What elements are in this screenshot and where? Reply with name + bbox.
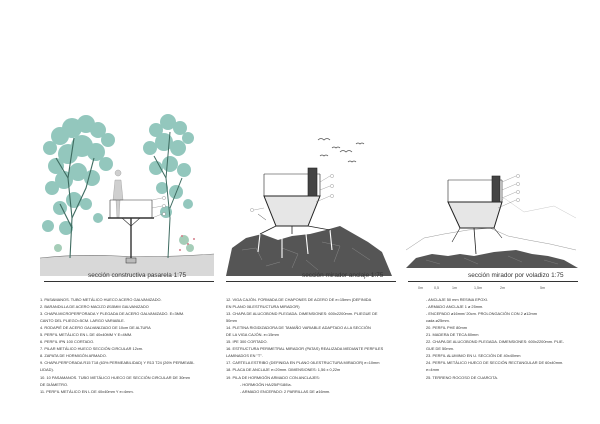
legend-line: CANTO DEL PLIEGO=5CM. LARGO VARIABLE. [40, 318, 125, 324]
cantilever-viewpoint-drawing [405, 174, 578, 268]
rock-terrain [406, 250, 578, 268]
tree-right-trunk [153, 131, 183, 259]
legend-line: 9. CHAPA PERFORADA R15 T18 (63% PERMEABI… [40, 360, 195, 366]
legend-line: 16. ESTRUCTURA PERIMETRAL MIRADOR (PATAS… [226, 346, 384, 352]
legend-line: 17. CARTELA ESTRIBO (DEFINIDA EN PLANO 0… [226, 360, 380, 366]
legend-column-2: 12. VIGA CAJÓN. FORMADA DE CHAPONES DE A… [226, 296, 402, 395]
caption-underline [226, 281, 396, 282]
legend-line: 12. VIGA CAJÓN. FORMADA DE CHAPONES DE A… [226, 297, 372, 302]
birds [317, 138, 365, 163]
anchored-viewpoint-drawing [226, 138, 392, 276]
legend-line: 11. PERFIL METÁLICO EN L DE 40x40mm Y e=… [40, 388, 134, 394]
scale-label: 0,5 [434, 286, 439, 290]
legend-line: 20. PERFIL PHE 80mm [426, 325, 467, 331]
scale-label: 0m [418, 286, 423, 290]
caption-underline [408, 281, 578, 282]
legend-line: 3. CHAPA MICROPERFORADA Y PLEGADA DE ACE… [40, 311, 185, 317]
legend-line: 50mm [226, 318, 237, 324]
legend-line: DE LA VIGA CAJÓN. e=15mm [226, 332, 279, 338]
hill-outline [405, 227, 577, 251]
tree-right [143, 114, 194, 218]
legend-column-3: - ANCLAJE 50 mm RESINA EPOXI. - ARMADO AN… [426, 296, 594, 381]
legend-line: - ARMADO ANCLAJE 1 ø 25mm. [426, 304, 484, 310]
caption-cantilever-viewpoint: sección mirador por voladizo 1:75 [468, 272, 564, 279]
legend-line: 5. PERFIL METÁLICO EN L DE 40x40MM Y E=4… [40, 332, 133, 338]
legend-line: 13. CHAPA DE ALUCOBOND PLEGADA. DIMENSIO… [226, 311, 378, 317]
legend-line: 8. ZAPATA DE HORMIGÓN ARMADO. [40, 353, 107, 359]
legend-column-1: 1. PASAMANOS. TUBO METÁLICO HUECO ACERO … [40, 296, 216, 395]
legend-line: 21. MADERA DE TECA 80mm [426, 332, 479, 338]
legend-line: 2. BARANDILLA DE ACERO MACIZO Ø15MM GALV… [40, 304, 149, 310]
legend-line: - HORMIGÓN HA/25/P/18/IIa. [240, 381, 292, 387]
legend-line: 22. CHAPA DE ALUCOBOND PLEGADA. DIMENSIO… [426, 339, 564, 345]
legend-line: 10. 10 PASAMANOS. TUBO METÁLICO HUECO DE… [40, 374, 190, 380]
legend-line: 23. PERFIL ALUMINIO EN U. SECCIÓN DE 40x… [426, 353, 521, 359]
legend-line: LIDAD). [40, 367, 54, 373]
legend-line: EN PLANO 08-ESTRUCTURA MIRADOR) [226, 304, 300, 310]
legend-line: 4. RODAPIÉ DE ACERO GALVANIZADO DE 10cm … [40, 325, 151, 331]
legend-line: e=4mm [426, 367, 440, 373]
legend-line: 7. PILAR METÁLICO HUECO SECCIÓN CIRCULAR… [40, 346, 144, 352]
tree-left-trunk [55, 137, 95, 259]
scale-label: 1,5m [474, 286, 482, 290]
scale-label: 5m [540, 286, 545, 290]
anchor-piles [257, 229, 333, 258]
cantilever-structure [447, 175, 503, 255]
cantilever-callouts [497, 174, 520, 209]
viewpoint-callouts [250, 174, 334, 212]
scale-label: 2m [500, 286, 505, 290]
legend-line: 15. IPE 300 CORTADO. [226, 339, 268, 345]
viewpoint-structure [257, 167, 331, 235]
rock-terrain [226, 226, 392, 276]
caption-anchored-viewpoint: sección mirador anclaje 1:75 [302, 272, 384, 279]
caption-walkway-section: sección constructiva pasarela 1:75 [88, 272, 187, 279]
legend-line: 14. PLETINA RIGIDIZADORA DE TAMAÑO VARIA… [226, 325, 371, 331]
scale-label: 1m [452, 286, 457, 290]
legend-line: 18. PLACA DE ANCLAJE e=20mm. DIMENSIONES… [226, 367, 341, 373]
human-figure [112, 169, 124, 219]
walkway-callouts [151, 196, 166, 219]
legend-line: 1. PASAMANOS. TUBO METÁLICO HUECO ACERO … [40, 297, 162, 302]
ground-profile [40, 254, 214, 276]
legend-line: LAMINADOS EN "T". [226, 353, 263, 359]
legend-line: cada ø25mm. [426, 318, 450, 324]
tree-left [42, 115, 115, 235]
legend-line: - ARMADO ENCEPADO: 2 PARRILLAS DE ø16mm. [240, 388, 331, 394]
walkway-structure [108, 199, 154, 264]
walkway-section-drawing [39, 114, 215, 276]
shrubs [54, 235, 195, 252]
rock-texture [425, 255, 559, 265]
legend-line: 24. PERFIL METÁLICO HUECO DE SECCIÓN REC… [426, 360, 564, 366]
caption-underline [44, 281, 214, 282]
legend-line: 19. PILA DE HORMIGÓN ARMADO CON ANCLAJES… [226, 374, 320, 380]
legend-line: - ENCEPADO ø16mm/ 20cm. PROLONGACIÓN CON… [426, 311, 538, 317]
rock-texture [241, 241, 371, 271]
legend-line: 25. TERRENO ROCOSO DE CUARCITA. [426, 374, 499, 380]
legend-line: 6. PERFIL IPN 100 CORTADO. [40, 339, 95, 345]
legend-line: GUE DE 50mm. [426, 346, 454, 352]
ground-line [39, 253, 215, 259]
legend-line: - ANCLAJE 50 mm RESINA EPOXI. [426, 297, 489, 302]
legend-line: DE DIÁMETRO. [40, 381, 69, 387]
